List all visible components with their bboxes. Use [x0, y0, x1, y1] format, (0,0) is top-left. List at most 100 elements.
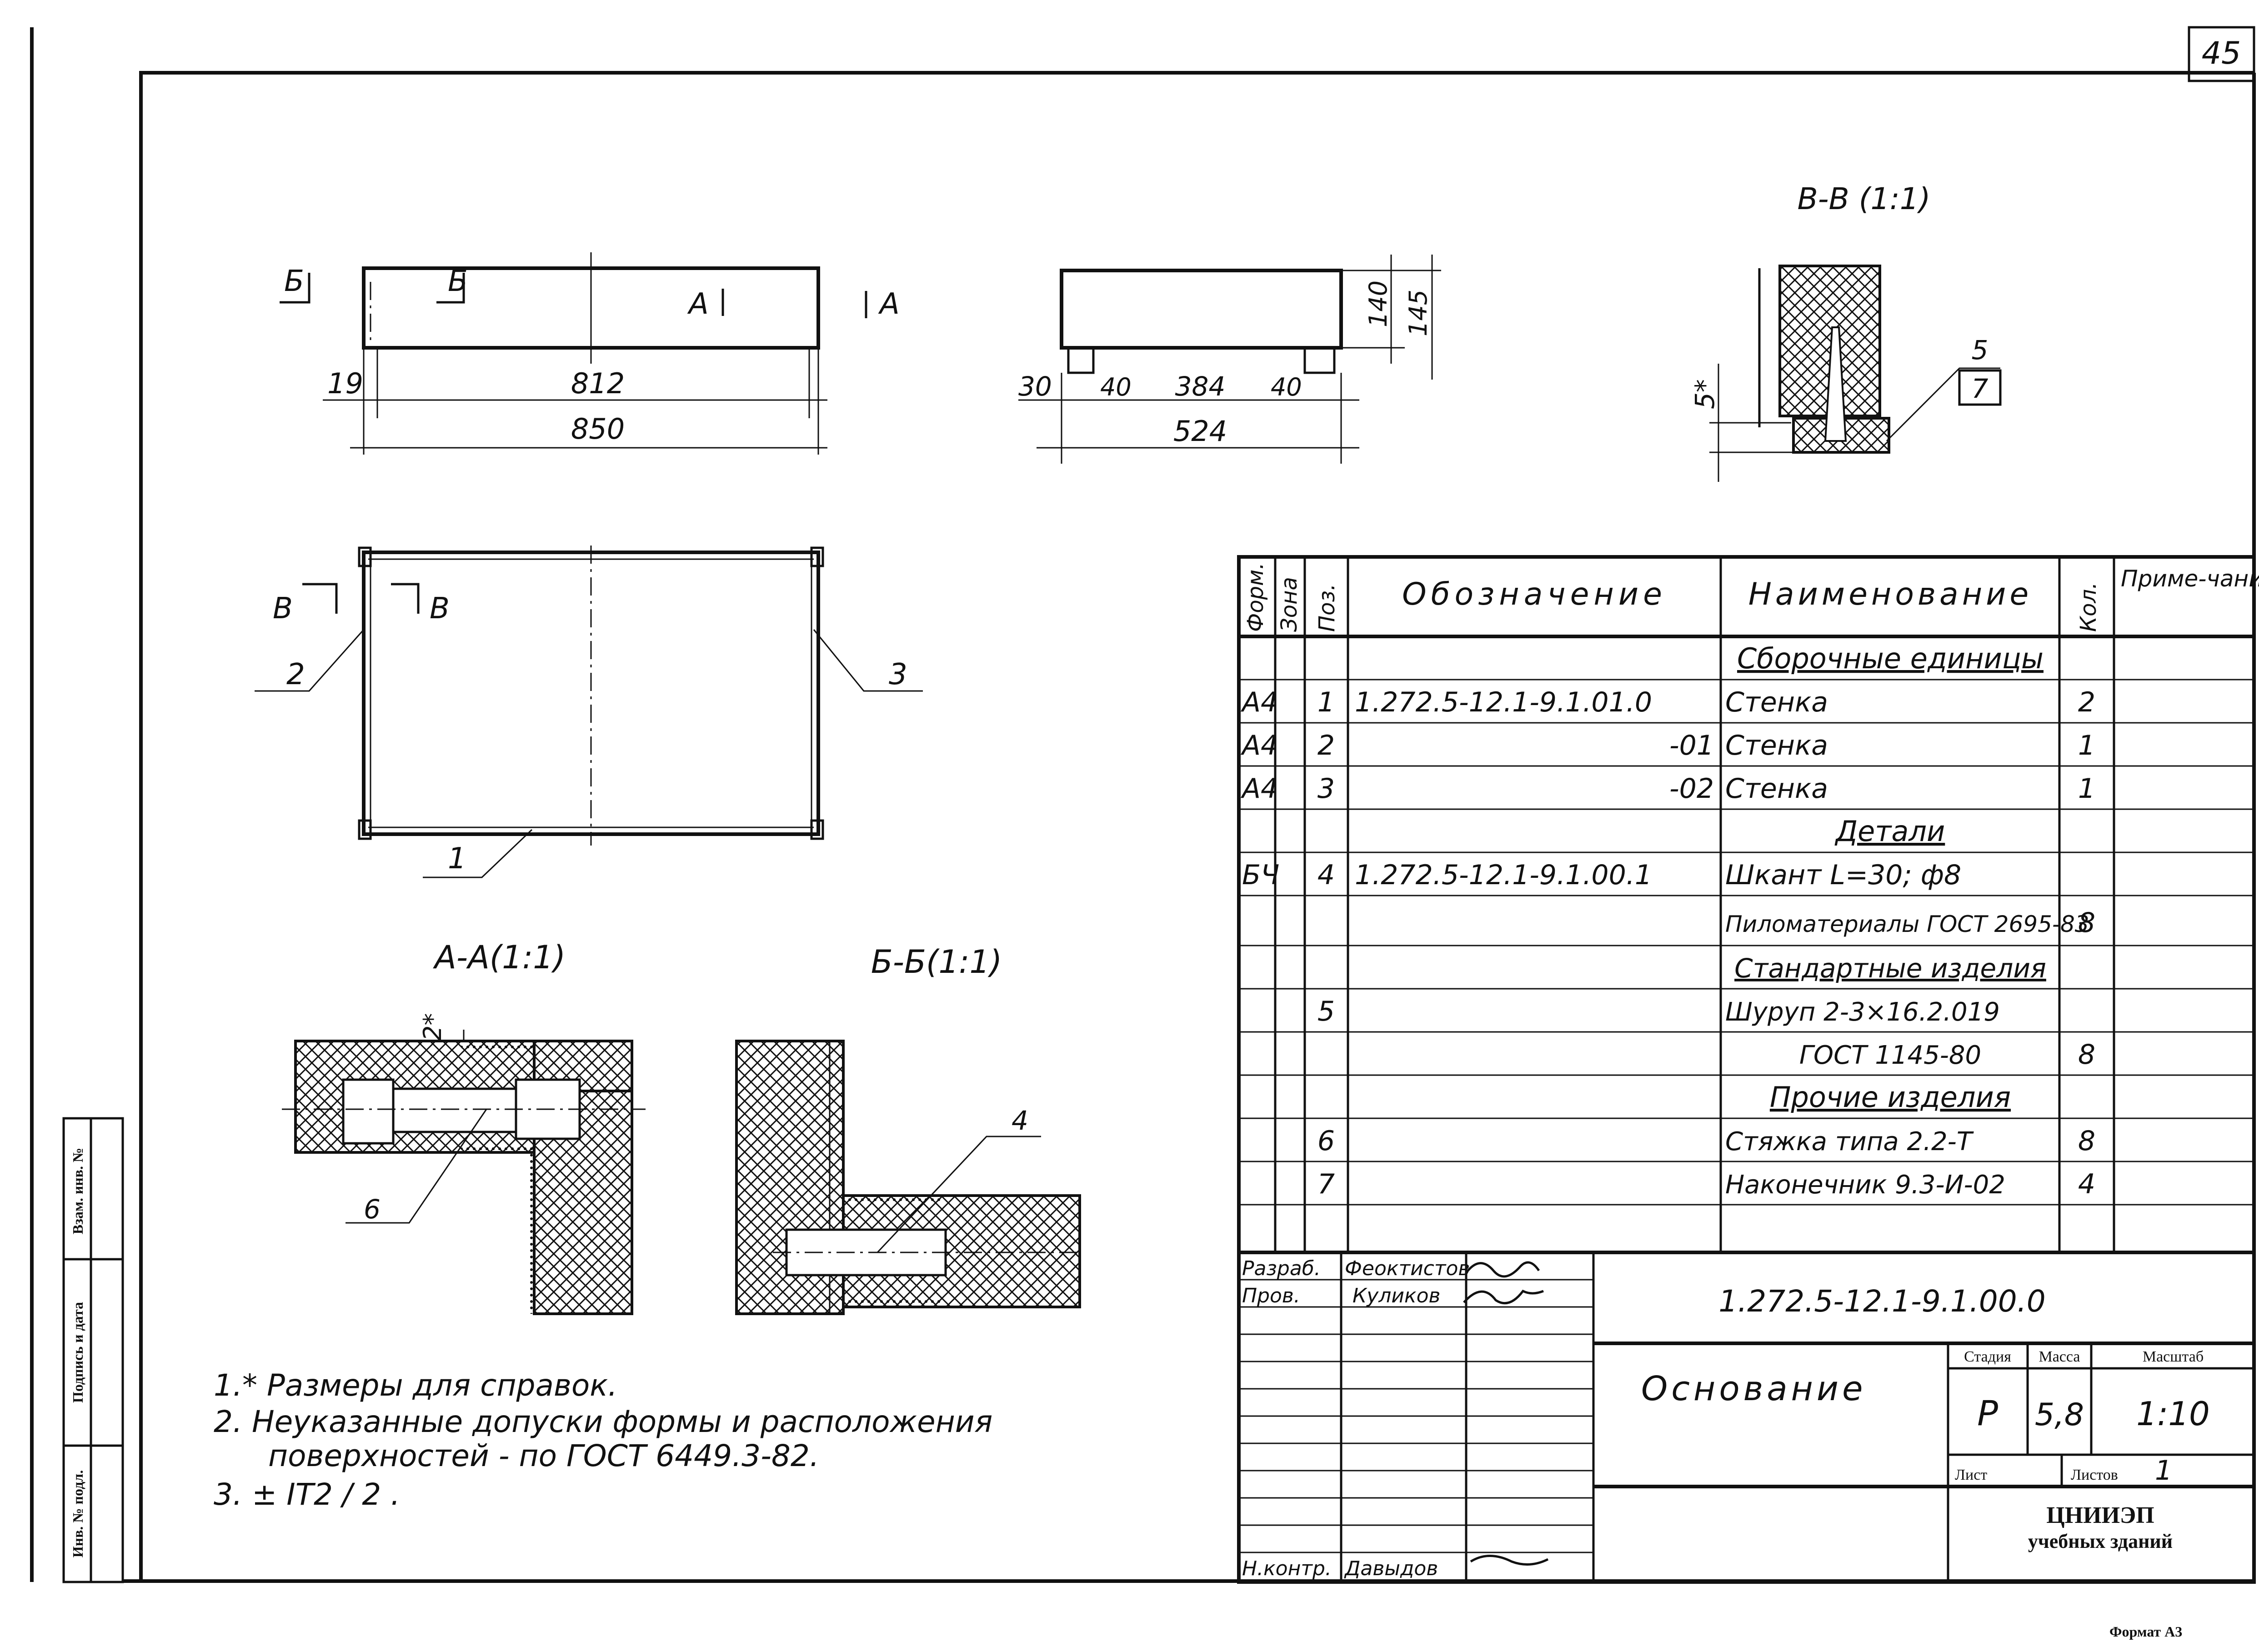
format-label: Формат А3	[2109, 1623, 2182, 1640]
sheet-number: 45	[2202, 35, 2241, 71]
dim-label: 140	[1364, 280, 1392, 327]
tb-role: Разраб.	[1242, 1257, 1321, 1280]
spec-qty: 1	[2078, 730, 2095, 761]
spec-rows: Сборочные единицы А4 1 1.272.5-12.1-9.1.…	[1240, 642, 2095, 1200]
tb-stage: Р	[1977, 1393, 1998, 1433]
callout-label: 3	[889, 658, 907, 691]
side-stamp-label: Взам. инв. №	[70, 1148, 86, 1234]
spec-qty: 8	[2078, 907, 2095, 939]
tb-org-sub: учебных зданий	[2028, 1530, 2173, 1552]
spec-section-title: Стандартные изделия	[1734, 953, 2046, 984]
spec-qty: 4	[2078, 1168, 2095, 1200]
tb-person: Куликов	[1352, 1284, 1440, 1307]
note-line: 3. ± IT2 / 2 .	[214, 1477, 400, 1512]
spec-pos: 5	[1317, 996, 1335, 1027]
title-block	[1237, 1251, 2256, 1584]
spec-header: Обозначение	[1402, 576, 1667, 612]
dim-label: 40	[1100, 373, 1132, 401]
tb-col-label: Масса	[2039, 1348, 2080, 1365]
side-view	[1018, 255, 1441, 464]
side-stamp-label: Подпись и дата	[70, 1302, 86, 1403]
plan-view	[255, 546, 923, 878]
dim-label: 40	[1271, 373, 1302, 401]
section-mark: А	[687, 287, 709, 321]
spec-pos: 1	[1317, 686, 1335, 718]
section-mark: А	[878, 287, 900, 321]
dim-label: 384	[1175, 371, 1226, 402]
section-mark: Б	[448, 265, 468, 298]
note-line: 1.* Размеры для справок.	[214, 1368, 617, 1403]
section-aa-title: А-А(1:1)	[433, 939, 566, 976]
section-mark: В	[273, 592, 293, 626]
spec-name: Стенка	[1725, 686, 1828, 718]
spec-section-title: Детали	[1834, 815, 1945, 848]
tb-col-label: Стадия	[1964, 1348, 2011, 1365]
spec-pos: 7	[1317, 1168, 1335, 1200]
spec-format: БЧ	[1242, 859, 1279, 891]
callout-label: 2	[286, 658, 305, 691]
spec-header: Форм.	[1243, 562, 1268, 632]
spec-header: Приме-чание	[2121, 566, 2259, 592]
tb-person: Давыдов	[1344, 1557, 1438, 1580]
spec-header: Поз.	[1314, 584, 1340, 632]
spec-designation: -01	[1669, 730, 1714, 761]
spec-format: А4	[1240, 686, 1278, 718]
spec-name: Пиломатериалы ГОСТ 2695-83	[1725, 911, 2089, 937]
spec-name: Стенка	[1725, 730, 1828, 761]
spec-header: Наименование	[1748, 576, 2032, 612]
tb-col-label: Масштаб	[2143, 1348, 2204, 1365]
dim-label: 812	[571, 367, 625, 400]
front-view	[280, 252, 867, 455]
spec-header: Зона	[1277, 577, 1302, 632]
spec-pos: 3	[1317, 773, 1335, 805]
callout-label: 1	[448, 842, 466, 876]
side-stamp-label: Инв. № подл.	[70, 1470, 86, 1557]
spec-designation: 1.272.5-12.1-9.1.01.0	[1355, 686, 1652, 718]
section-bb	[735, 1040, 1082, 1315]
section-mark: В	[430, 592, 450, 626]
note-line: поверхностей - по ГОСТ 6449.3-82.	[268, 1438, 819, 1473]
spec-name: Шуруп 2-3×16.2.019	[1725, 997, 2000, 1027]
spec-pos: 6	[1317, 1125, 1335, 1157]
spec-name: ГОСТ 1145-80	[1799, 1041, 1981, 1070]
spec-format: А4	[1240, 773, 1278, 805]
section-vv-title: В-В (1:1)	[1797, 181, 1930, 216]
spec-name: Стяжка типа 2.2-Т	[1725, 1127, 1974, 1156]
dim-label: 850	[571, 412, 625, 446]
tb-sheets-count: 1	[2155, 1455, 2172, 1487]
section-mark: Б	[284, 265, 304, 298]
spec-header: Кол.	[2076, 582, 2101, 632]
callout-label: 6	[364, 1194, 381, 1225]
dim-label: 30	[1018, 371, 1052, 402]
section-vv	[1709, 265, 2002, 482]
spec-section-title: Сборочные единицы	[1737, 642, 2044, 675]
callout-label: 7	[1972, 373, 1989, 404]
tb-doc-code: 1.272.5-12.1-9.1.00.0	[1718, 1284, 2045, 1319]
callout-label: 5	[1972, 335, 1989, 365]
tb-org: ЦНИИЭП	[2046, 1502, 2154, 1528]
spec-qty: 8	[2078, 1039, 2095, 1071]
tb-sheet-label: Лист	[1955, 1467, 1987, 1483]
note-line: 2. Неуказанные допуски формы и расположе…	[214, 1404, 992, 1439]
spec-qty: 1	[2078, 773, 2095, 805]
spec-section-title: Прочие изделия	[1770, 1081, 2011, 1114]
dim-label: 5*	[1689, 379, 1720, 409]
spec-qty: 2	[2078, 686, 2095, 718]
spec-format: А4	[1240, 730, 1278, 761]
spec-name: Наконечник 9.3-И-02	[1725, 1170, 2005, 1200]
callout-label: 4	[1012, 1105, 1028, 1136]
spec-designation: 1.272.5-12.1-9.1.00.1	[1355, 859, 1652, 891]
tb-role: Н.контр.	[1242, 1557, 1332, 1580]
dim-label: 2*	[418, 1013, 447, 1041]
spec-pos: 2	[1317, 730, 1335, 761]
spec-designation: -02	[1669, 773, 1714, 805]
dim-label: 145	[1404, 290, 1433, 336]
spec-name: Шкант L=30; ф8	[1725, 859, 1961, 891]
tb-sheets-label: Листов	[2071, 1467, 2118, 1483]
section-aa	[282, 1030, 646, 1315]
spec-name: Стенка	[1725, 773, 1828, 805]
dim-label: 524	[1173, 415, 1227, 448]
notes: 1.* Размеры для справок. 2. Неуказанные …	[214, 1368, 992, 1512]
dim-label: 19	[327, 367, 363, 400]
